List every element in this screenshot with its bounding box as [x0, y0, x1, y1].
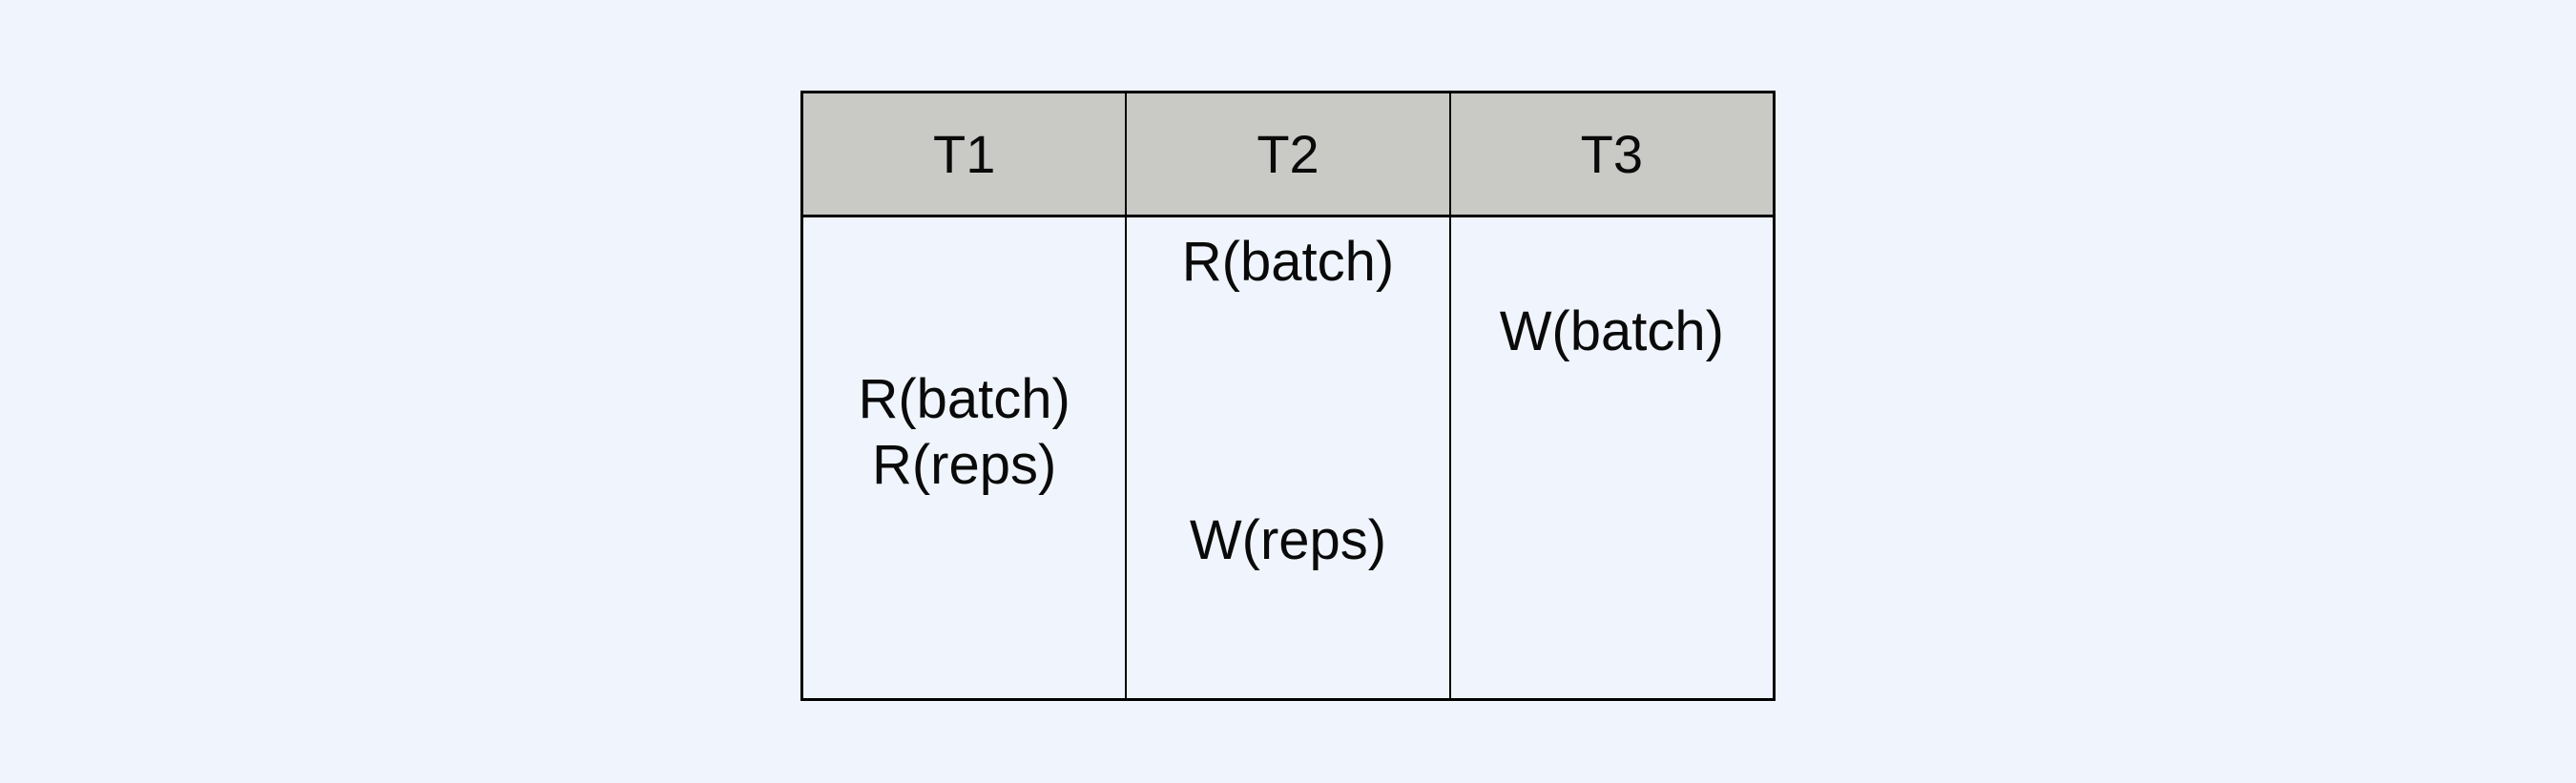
transaction-t3-column: W(batch)	[1451, 217, 1773, 698]
transaction-t1-column: R(batch) R(reps)	[803, 217, 1125, 698]
operation-t2-read-batch: R(batch)	[1181, 231, 1395, 293]
operation-t1-read-reps: R(reps)	[871, 434, 1057, 496]
transaction-schedule-table: T1 T2 T3 R(batch) R(reps) R(batch) W(rep…	[800, 91, 1776, 701]
operation-t1-read-batch: R(batch)	[858, 368, 1070, 430]
operation-t2-write-reps: W(reps)	[1189, 509, 1387, 571]
schedule-header-row: T1 T2 T3	[803, 93, 1773, 217]
schedule-body-row: R(batch) R(reps) R(batch) W(reps) W(batc…	[803, 217, 1773, 698]
operation-t3-write-batch: W(batch)	[1499, 300, 1724, 362]
column-header-t3: T3	[1450, 93, 1773, 215]
transaction-t2-column: R(batch) W(reps)	[1125, 217, 1451, 698]
column-header-t2: T2	[1125, 93, 1451, 215]
column-header-t1: T1	[803, 93, 1126, 215]
